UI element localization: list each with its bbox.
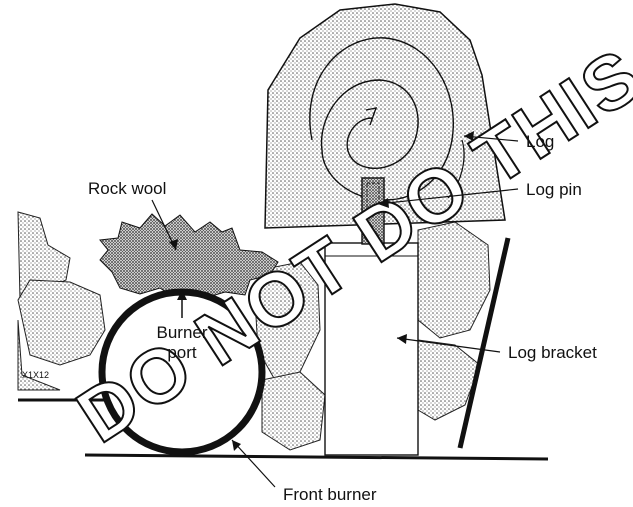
grate-tag: X1X12 <box>22 370 49 380</box>
grate-rod <box>457 237 511 449</box>
ember-rocks <box>17 211 491 451</box>
burner-port-arrow <box>177 290 187 318</box>
log-pin <box>361 177 385 245</box>
rock-wool <box>99 213 279 299</box>
leader-lines <box>151 131 519 488</box>
floor-line <box>84 453 549 461</box>
label-rock-wool: Rock wool <box>88 179 166 198</box>
label-front-burner: Front burner <box>283 485 377 504</box>
label-log-bracket: Log bracket <box>508 343 597 362</box>
label-log: Log <box>526 132 554 151</box>
log <box>264 3 506 229</box>
label-burner-port-line1: Burner <box>156 323 207 342</box>
label-burner-port-line2: port <box>167 343 197 362</box>
label-log-pin: Log pin <box>526 180 582 199</box>
